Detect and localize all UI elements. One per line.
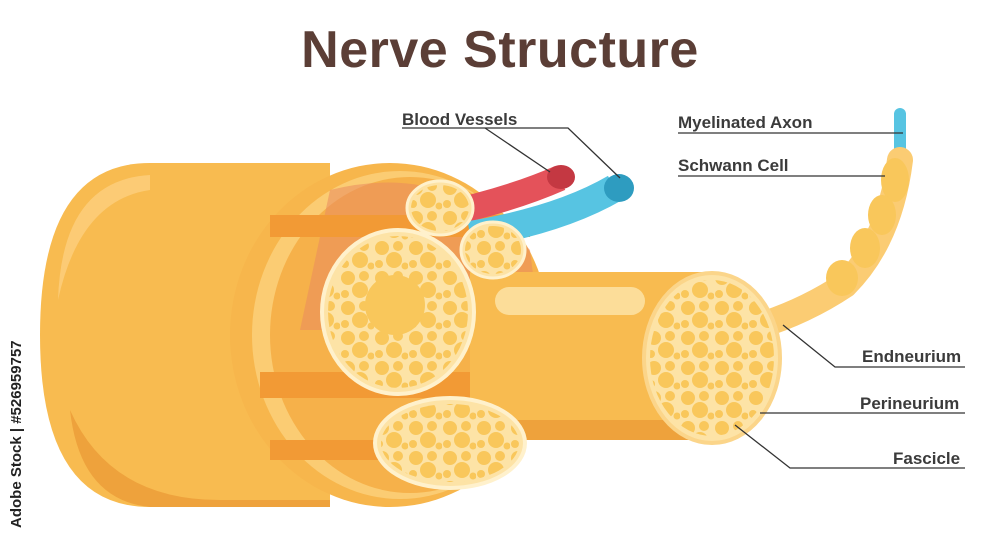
- label-schwann-cell: Schwann Cell: [678, 156, 789, 175]
- myelinated-axon: [732, 108, 913, 343]
- fascicle-small-top: [405, 179, 475, 237]
- stock-id-watermark: Adobe Stock | #526959757: [6, 300, 30, 530]
- leader-endneurium: [782, 324, 965, 368]
- leader-lines: [402, 127, 965, 469]
- leader-fascicle: [734, 424, 965, 469]
- diagram-title: Nerve Structure: [301, 21, 699, 79]
- leader-blood-vessels-vein: [402, 127, 621, 179]
- stock-id-text: Adobe Stock | #526959757: [8, 340, 25, 528]
- fascicle-end: [642, 271, 782, 445]
- fascicle-bottom: [373, 396, 527, 490]
- label-fascicle: Fascicle: [893, 449, 961, 468]
- label-endneurium: Endneurium: [862, 347, 962, 366]
- label-perineurium: Perineurium: [860, 394, 960, 413]
- fascicle-small-mid: [459, 220, 527, 280]
- leader-blood-vessels-artery: [484, 127, 551, 173]
- fascicle-large: [320, 228, 476, 396]
- label-myelinated-axon: Myelinated Axon: [678, 113, 813, 132]
- label-blood-vessels: Blood Vessels: [402, 110, 518, 129]
